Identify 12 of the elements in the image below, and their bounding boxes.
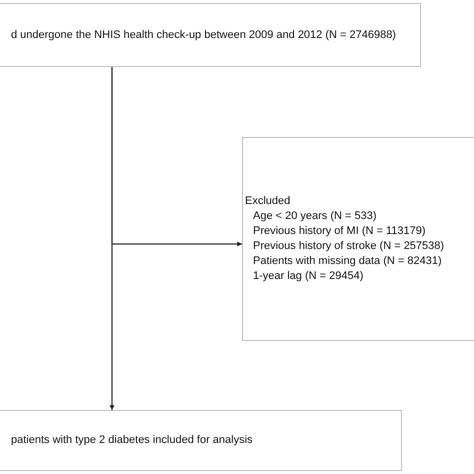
- arrow: [110, 67, 114, 410]
- exclusion-item: Previous history of stroke (N = 257538): [252, 239, 446, 254]
- box-heading: Excluded: [245, 194, 292, 209]
- exclusion-item: 1-year lag (N = 29454): [252, 269, 364, 284]
- exclusion-box: [242, 137, 474, 341]
- process-box: [0, 410, 402, 471]
- exclusion-item: Age < 20 years (N = 533): [252, 209, 378, 224]
- exclusion-item: Previous history of MI (N = 113179): [252, 224, 427, 239]
- process-box: [0, 3, 421, 67]
- exclusion-item: Patients with missing data (N = 82431): [252, 254, 443, 269]
- box-text: d undergone the NHIS health check-up between 2009 and 2012 (N = 2746988): [11, 28, 397, 42]
- box-text: patients with type 2 diabetes included for analysis: [11, 433, 254, 448]
